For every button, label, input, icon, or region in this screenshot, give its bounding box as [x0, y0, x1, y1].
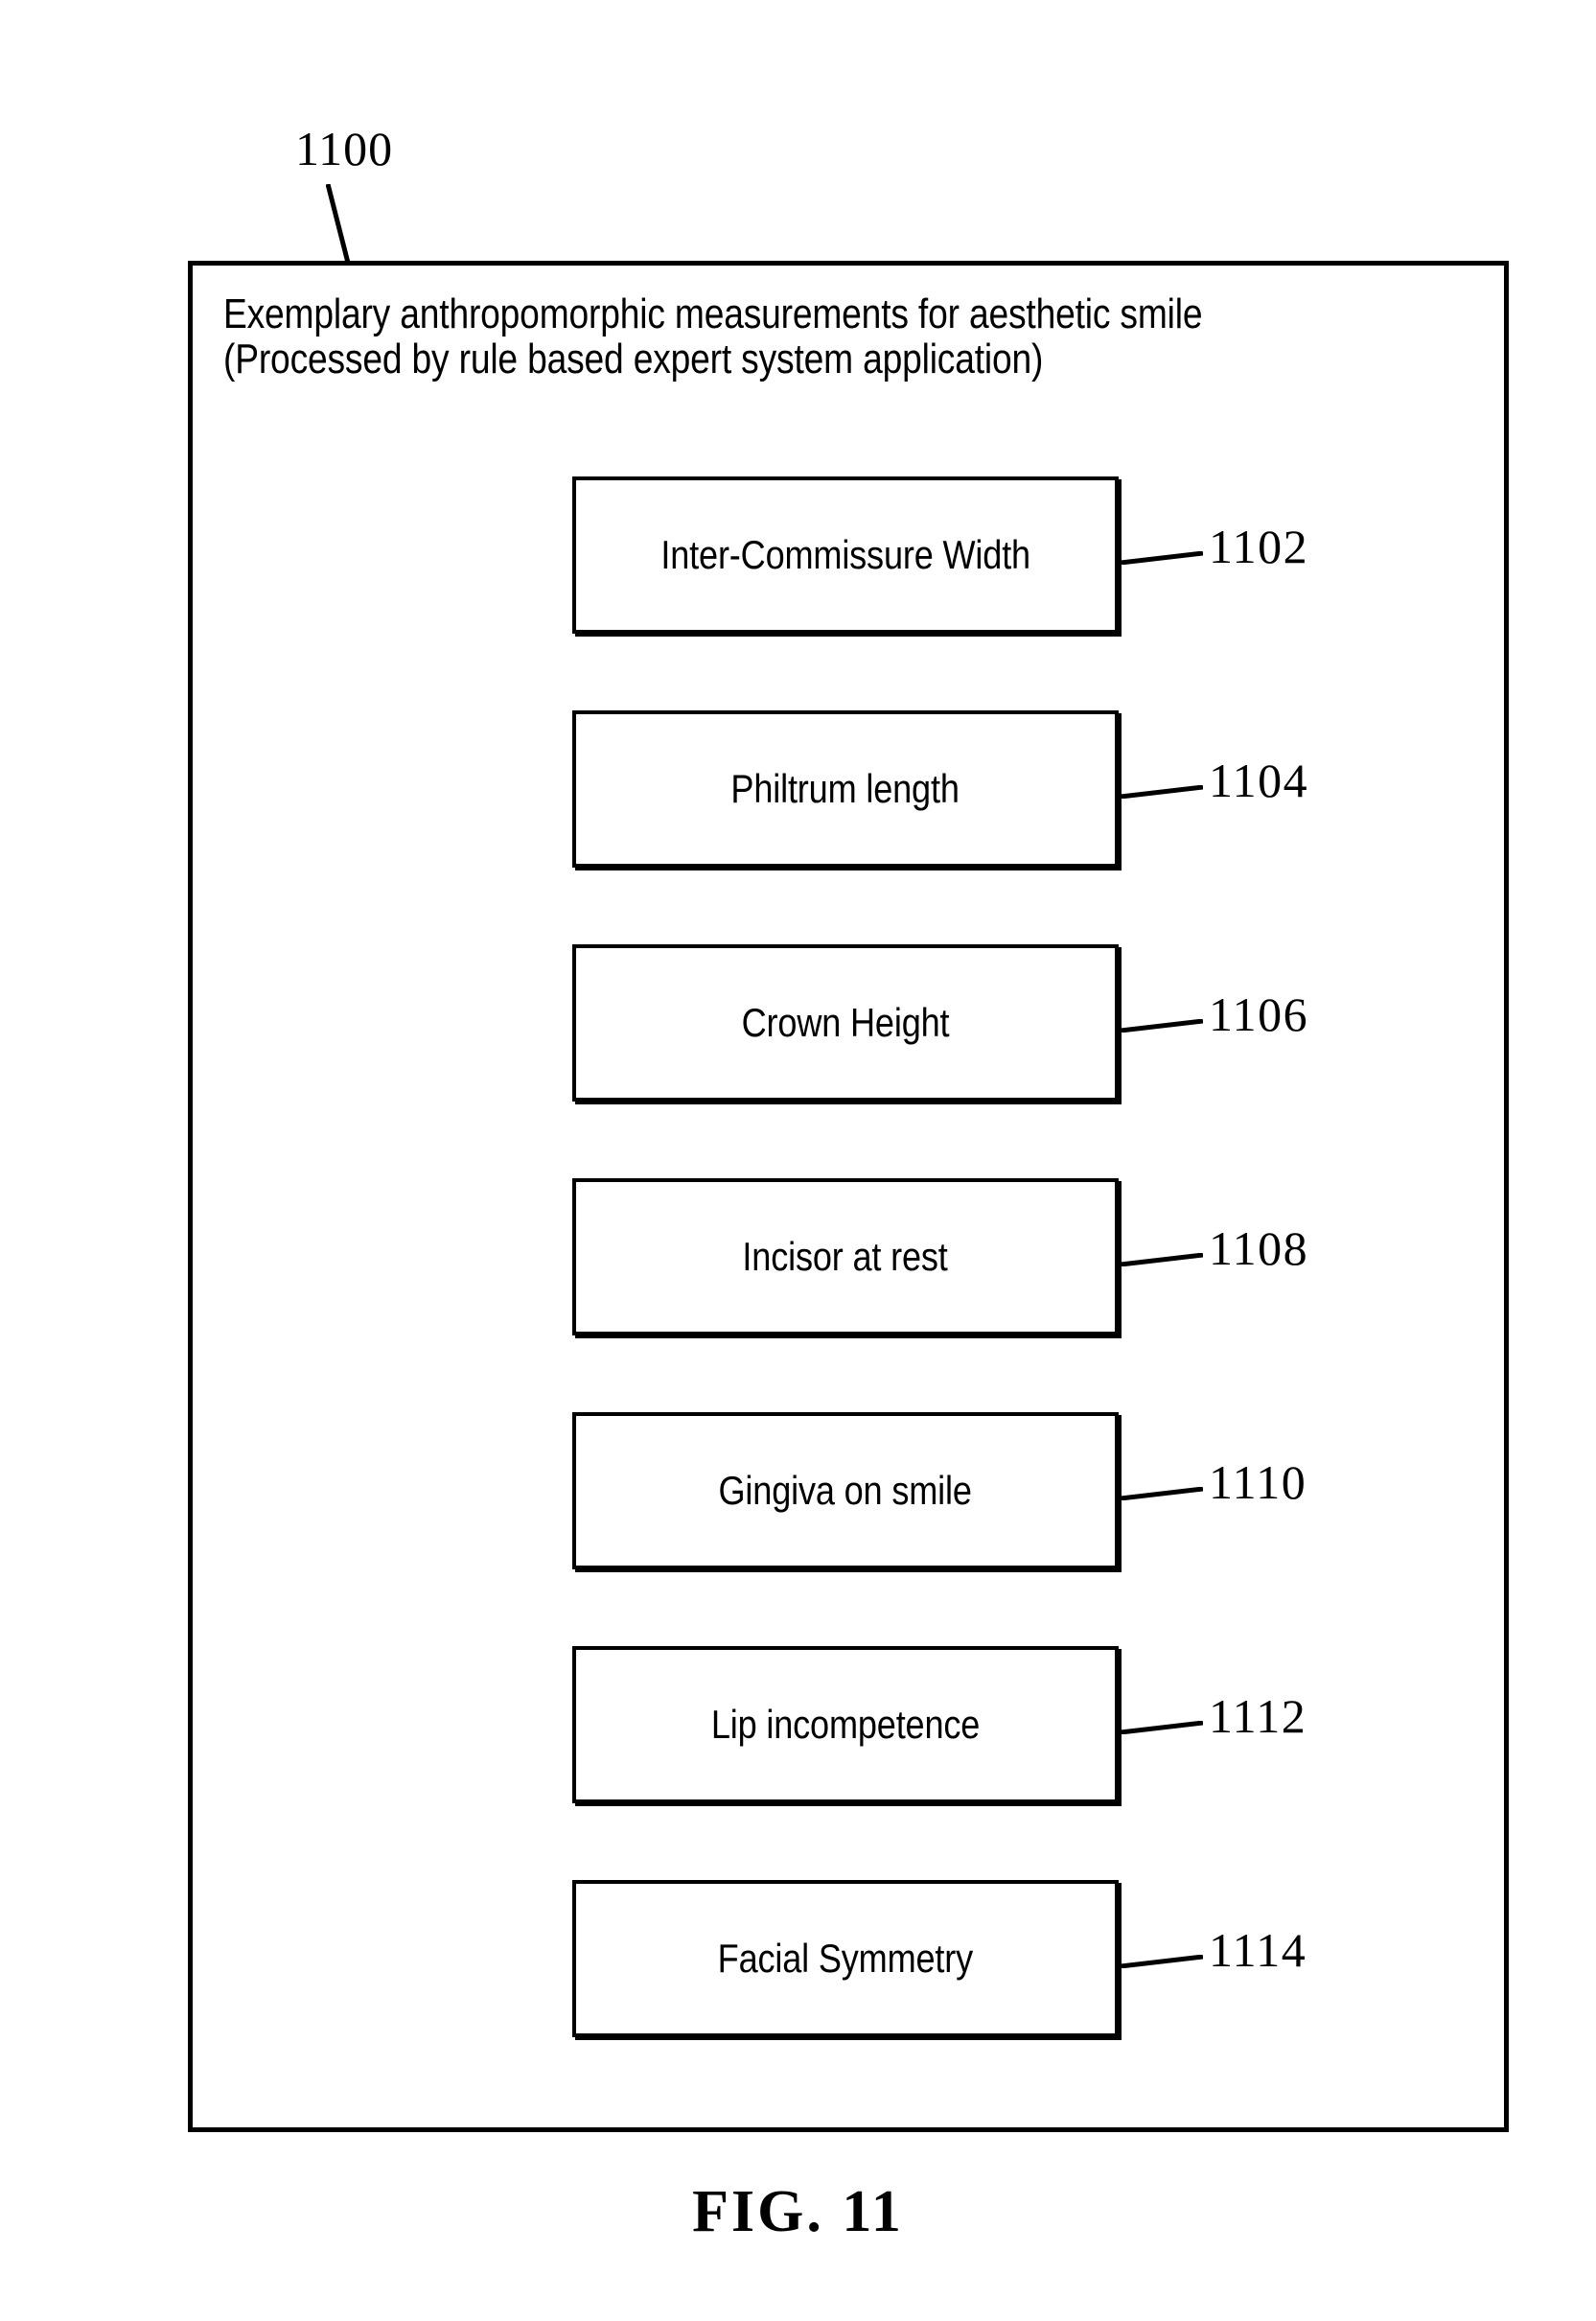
measurement-box[interactable]: Philtrum length — [572, 710, 1119, 868]
measurement-leader-line — [1121, 1253, 1203, 1266]
measurement-label: Inter-Commissure Width — [660, 532, 1030, 577]
measurement-reference-numeral: 1102 — [1209, 520, 1309, 573]
measurement-row: Facial Symmetry 1114 — [193, 1880, 1504, 2037]
measurement-label: Lip incompetence — [710, 1702, 981, 1747]
measurement-row: Lip incompetence 1112 — [193, 1646, 1504, 1803]
measurement-label: Facial Symmetry — [717, 1936, 974, 1981]
measurement-label: Crown Height — [741, 1000, 950, 1045]
figure-leader-line — [326, 184, 352, 267]
measurement-box[interactable]: Lip incompetence — [572, 1646, 1119, 1803]
measurement-reference-numeral: 1106 — [1209, 987, 1309, 1041]
diagram-header: Exemplary anthropomorphic measurements f… — [223, 290, 1469, 383]
figure-caption: FIG. 11 — [692, 2179, 904, 2244]
header-line-2: (Processed by rule based expert system a… — [223, 335, 1044, 383]
measurement-row: Incisor at rest 1108 — [193, 1178, 1504, 1335]
measurement-reference-numeral: 1110 — [1209, 1455, 1307, 1509]
measurement-box[interactable]: Inter-Commissure Width — [572, 476, 1119, 634]
measurement-leader-line — [1121, 785, 1203, 799]
measurement-box[interactable]: Gingiva on smile — [572, 1412, 1119, 1569]
measurement-leader-line — [1121, 1487, 1203, 1500]
measurement-leader-line — [1121, 1019, 1203, 1033]
measurement-box[interactable]: Incisor at rest — [572, 1178, 1119, 1335]
measurement-reference-numeral: 1114 — [1209, 1923, 1307, 1977]
measurement-label: Philtrum length — [730, 766, 960, 811]
measurement-reference-numeral: 1112 — [1209, 1689, 1307, 1743]
header-line-1: Exemplary anthropomorphic measurements f… — [223, 290, 1203, 337]
measurement-reference-numeral: 1104 — [1209, 754, 1309, 807]
measurement-row: Philtrum length 1104 — [193, 710, 1504, 868]
measurement-reference-numeral: 1108 — [1209, 1221, 1309, 1275]
measurement-label: Incisor at rest — [742, 1234, 949, 1279]
measurement-box[interactable]: Crown Height — [572, 944, 1119, 1102]
diagram-outer-box: Exemplary anthropomorphic measurements f… — [188, 261, 1509, 2132]
measurement-row: Inter-Commissure Width 1102 — [193, 476, 1504, 634]
measurement-leader-line — [1121, 551, 1203, 565]
figure-reference-numeral: 1100 — [295, 122, 394, 175]
measurement-box[interactable]: Facial Symmetry — [572, 1880, 1119, 2037]
measurement-leader-line — [1121, 1721, 1203, 1734]
measurement-label: Gingiva on smile — [718, 1468, 973, 1513]
measurement-leader-line — [1121, 1955, 1203, 1968]
measurement-row: Crown Height 1106 — [193, 944, 1504, 1102]
measurement-row: Gingiva on smile 1110 — [193, 1412, 1504, 1569]
